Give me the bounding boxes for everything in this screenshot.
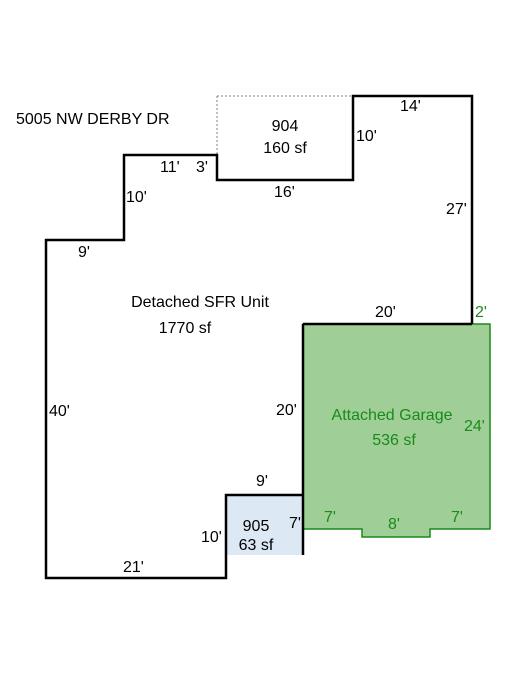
dim-garage-bottom-mid: 8' [388, 516, 400, 533]
main-area-name: Detached SFR Unit [131, 294, 269, 311]
dim-garage-top: 20' [375, 304, 396, 321]
dim-904-side: 10' [356, 128, 377, 145]
dim-garage-right: 24' [464, 418, 485, 435]
dim-right-upper: 27' [446, 201, 467, 218]
dim-top-right: 14' [400, 98, 421, 115]
dim-905-top: 9' [256, 473, 268, 490]
address-label: 5005 NW DERBY DR [16, 111, 170, 128]
dim-garage-right-offset: 2' [475, 304, 487, 321]
area-904-size: 160 sf [263, 140, 307, 157]
dim-left-side: 40' [49, 403, 70, 420]
dim-garage-bottom-right: 7' [451, 509, 463, 526]
dim-904-bottom: 16' [274, 184, 295, 201]
dim-bottom: 21' [123, 559, 144, 576]
area-904-name: 904 [272, 118, 299, 135]
dim-step-3: 3' [196, 159, 208, 176]
dim-garage-left: 20' [276, 402, 297, 419]
dim-905-right: 7' [289, 515, 301, 532]
main-outline [44, 94, 474, 580]
dim-905-left: 10' [201, 529, 222, 546]
garage-area-name: Attached Garage [332, 407, 453, 424]
garage-area [302, 323, 491, 538]
garage-area-size: 536 sf [372, 432, 416, 449]
main-area-size: 1770 sf [159, 320, 212, 337]
dim-garage-bottom-left: 7' [324, 509, 336, 526]
area-905-fill [226, 495, 303, 555]
dim-left-step-vertical: 10' [126, 189, 147, 206]
dim-left-step-horizontal: 9' [78, 244, 90, 261]
area-905-size: 63 sf [239, 537, 274, 554]
area-905-name: 905 [243, 518, 270, 535]
dim-step-top: 11' [160, 159, 180, 176]
